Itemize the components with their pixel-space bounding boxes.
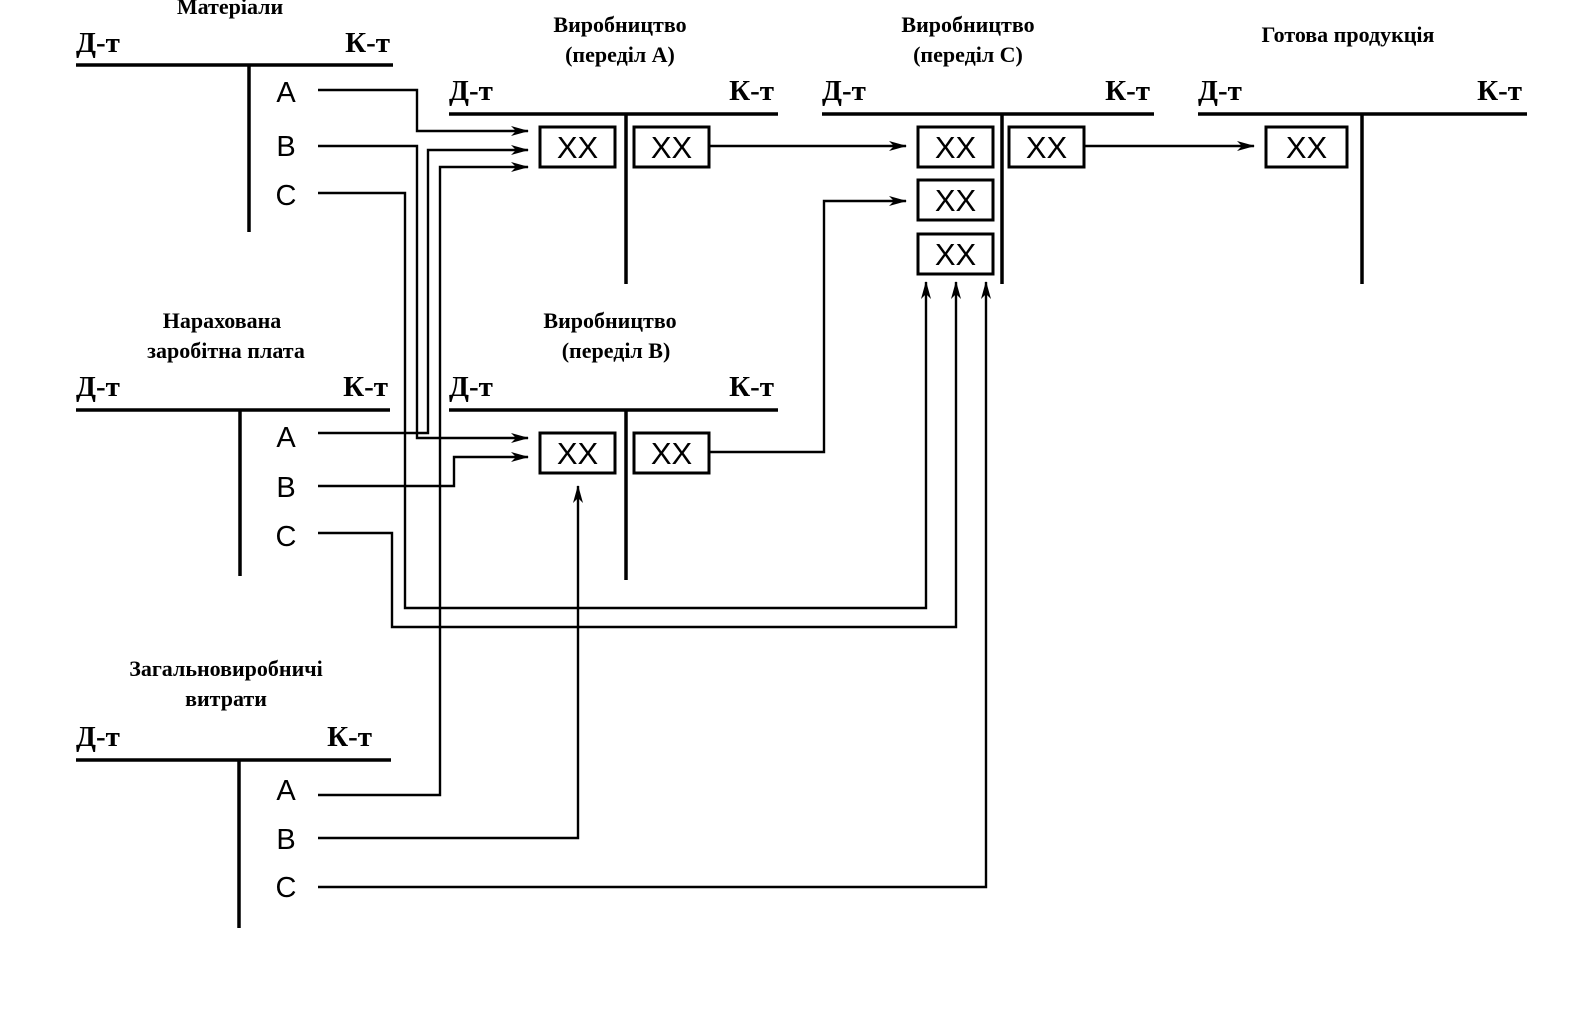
credit-label: К-т <box>1477 75 1522 107</box>
entry-label: XX <box>1026 130 1068 165</box>
account-production-b: Виробництво (переділ В) Д-т К-т XX XX <box>449 308 778 580</box>
flow-arrow-wages-a-to-prod-a <box>318 145 529 435</box>
account-title-line: Виробництво <box>901 12 1034 37</box>
flow-arrow-prod-b-to-prod-c <box>709 196 907 454</box>
debit-label: Д-т <box>76 721 120 753</box>
row-label-c: C <box>276 521 297 553</box>
row-label-a: A <box>276 775 296 807</box>
credit-label: К-т <box>729 75 774 107</box>
row-label-b: B <box>276 472 295 504</box>
row-label-c: C <box>276 872 297 904</box>
row-label-c: C <box>276 180 297 212</box>
credit-label: К-т <box>729 371 774 403</box>
credit-entry-box: XX <box>632 431 711 475</box>
flow-arrow-materials-b-to-prod-b <box>318 144 529 443</box>
credit-entry-box: XX <box>632 125 711 169</box>
entry-label: XX <box>651 436 693 471</box>
debit-label: Д-т <box>1198 75 1242 107</box>
account-title-line: Готова продукція <box>1262 22 1435 47</box>
account-title-line: витрати <box>185 686 267 711</box>
entry-label: XX <box>935 183 977 218</box>
account-wages: Нарахована заробітна плата Д-т К-т A B C <box>76 308 390 576</box>
entry-label: XX <box>935 130 977 165</box>
account-title-line: Нарахована <box>163 308 282 333</box>
row-label-b: B <box>276 824 295 856</box>
entry-label: XX <box>651 130 693 165</box>
entry-label: XX <box>557 436 599 471</box>
flow-arrow-overhead-c-to-prod-c <box>318 281 991 889</box>
flow-lines <box>318 88 1255 889</box>
account-materials: Матеріали Д-т К-т A B C <box>76 0 393 232</box>
entry-label: XX <box>1286 130 1328 165</box>
account-production-c: Виробництво (переділ С) Д-т К-т XX XX XX… <box>822 12 1154 284</box>
debit-entry-box: XX <box>916 178 995 222</box>
account-title-line: Виробництво <box>543 308 676 333</box>
flow-arrow-wages-b-to-prod-b <box>318 452 529 488</box>
credit-entry-box: XX <box>1007 125 1086 169</box>
flow-arrow-wages-c-to-prod-c <box>318 281 961 629</box>
debit-entry-box: XX <box>538 431 617 475</box>
flow-arrow-materials-c-to-prod-c <box>318 191 931 610</box>
account-title-line: Виробництво <box>553 12 686 37</box>
debit-label: Д-т <box>822 75 866 107</box>
debit-label: Д-т <box>76 27 120 59</box>
debit-entry-box: XX <box>538 125 617 169</box>
entry-label: XX <box>935 237 977 272</box>
row-label-a: A <box>276 77 296 109</box>
account-title-line: Матеріали <box>177 0 284 19</box>
debit-label: Д-т <box>449 371 493 403</box>
flow-arrow-materials-a-to-prod-a <box>318 88 529 136</box>
debit-entry-box: XX <box>916 125 995 169</box>
debit-entry-box: XX <box>916 232 995 276</box>
row-label-b: B <box>276 131 295 163</box>
credit-label: К-т <box>343 371 388 403</box>
account-title-line: Загальновиробничі <box>129 656 323 681</box>
account-title-line: (переділ С) <box>913 42 1023 67</box>
debit-entry-box: XX <box>1264 125 1349 169</box>
account-finished-goods: Готова продукція Д-т К-т XX <box>1198 22 1527 284</box>
flow-arrow-overhead-b-to-prod-b <box>318 485 583 840</box>
entry-label: XX <box>557 130 599 165</box>
debit-label: Д-т <box>76 371 120 403</box>
account-production-a: Виробництво (переділ А) Д-т К-т XX XX <box>449 12 778 284</box>
debit-label: Д-т <box>449 75 493 107</box>
credit-label: К-т <box>1105 75 1150 107</box>
account-title-line: (переділ В) <box>562 338 671 363</box>
row-label-a: A <box>276 422 296 454</box>
credit-label: К-т <box>327 721 372 753</box>
account-overhead: Загальновиробничі витрати Д-т К-т A B C <box>76 656 391 928</box>
flow-arrow-overhead-a-to-prod-a <box>318 162 529 797</box>
credit-label: К-т <box>345 27 390 59</box>
account-title-line: (переділ А) <box>565 42 675 67</box>
account-title-line: заробітна плата <box>147 338 305 363</box>
